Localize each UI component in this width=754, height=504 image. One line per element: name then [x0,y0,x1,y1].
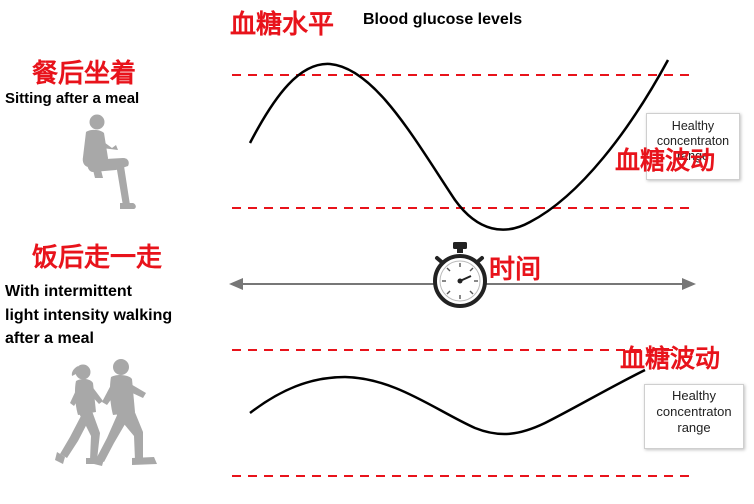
time-axis-left-arrow [229,278,243,290]
walking-label-en-line1: With intermittent [5,283,132,300]
sitting-range-box-text: Healthy concentraton range [656,119,730,163]
title-cn: 血糖水平 [230,10,335,40]
walking-glucose-curve [249,368,646,436]
walking-range-box-line3: range [677,420,711,435]
sitting-fluctuation-label: 血糖波动 [615,146,716,175]
time-axis-right-arrow [682,278,696,290]
walking-label-en-line2: light intensity walking [5,307,173,324]
sitting-person-figure [82,114,136,209]
stopwatch-icon [433,242,487,308]
sitting-label-cn: 餐后坐着 [32,59,137,89]
walking-label-cn: 饭后走一走 [32,243,163,273]
sitting-range-box: Healthy concentraton range [646,113,740,180]
walking-range-box-line2: concentraton [656,404,732,419]
walking-range-box: Healthy concentraton range [644,384,744,449]
walking-range-box-line1: Healthy [671,388,717,403]
sitting-glucose-curve [248,59,670,231]
walking-label-en-line3: after a meal [5,330,94,347]
sitting-label-en: Sitting after a meal [5,90,140,107]
walking-people-figure [55,359,157,466]
walking-fluctuation-label: 血糖波动 [620,344,721,373]
time-label: 时间 [489,255,542,285]
title-en: Blood glucose levels [363,11,523,28]
